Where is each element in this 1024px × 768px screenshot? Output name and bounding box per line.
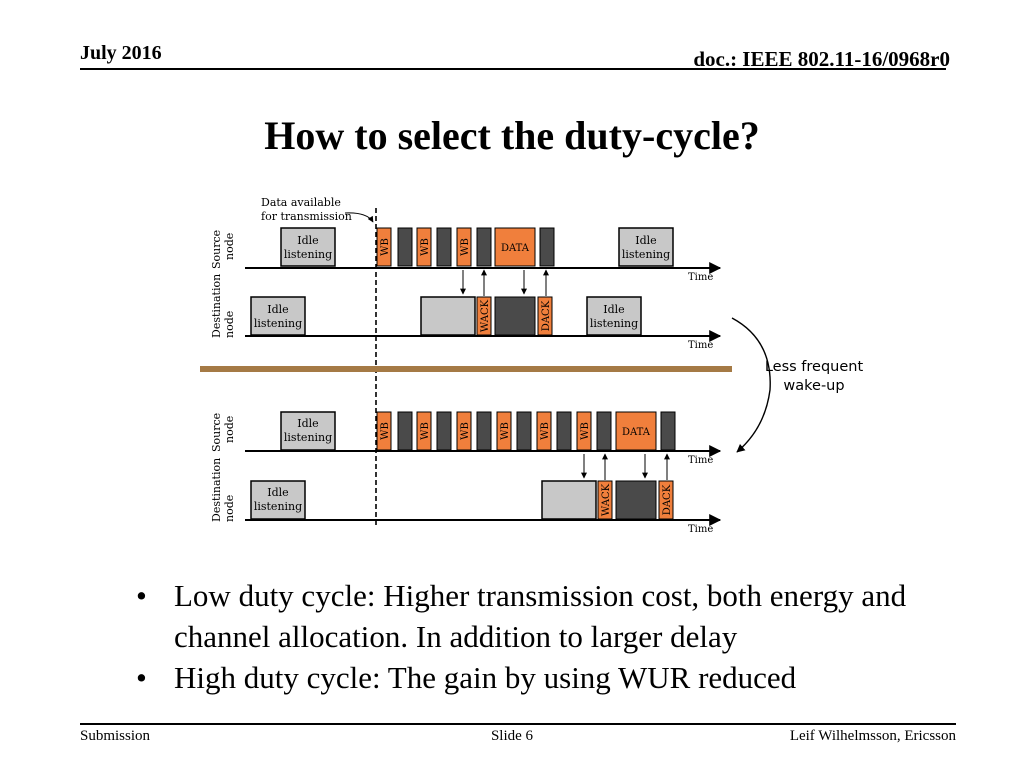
svg-text:DACK: DACK — [662, 484, 673, 515]
bullet-item: Low duty cycle: Higher transmission cost… — [128, 575, 968, 657]
idle-block: Idle listening — [250, 480, 306, 520]
annotation-arrow — [344, 212, 374, 223]
wb-block: WB — [376, 411, 392, 451]
svg-text:listening: listening — [254, 500, 302, 513]
sleep-block — [436, 227, 452, 267]
svg-text:Idle: Idle — [603, 303, 624, 316]
bottom-source-time-label: Time — [688, 455, 713, 466]
wb-block: WB — [496, 411, 512, 451]
bullet-list: Low duty cycle: Higher transmission cost… — [128, 575, 968, 698]
top-destination-label: Destination — [210, 274, 223, 338]
duty-cycle-diagram: Data available for transmission Source n… — [200, 196, 864, 535]
idle-block: Idle listening — [280, 411, 336, 451]
svg-text:WB: WB — [580, 422, 591, 440]
svg-text:DATA: DATA — [501, 243, 530, 254]
wack-block: WACK — [597, 480, 613, 520]
svg-text:WB: WB — [380, 422, 391, 440]
svg-text:Idle: Idle — [297, 234, 318, 247]
dack-block: DACK — [537, 296, 553, 336]
bottom-destination-time-label: Time — [688, 524, 713, 535]
bullet-item: High duty cycle: The gain by using WUR r… — [128, 657, 968, 698]
footer-submission: Submission — [80, 728, 151, 744]
svg-text:WB: WB — [460, 422, 471, 440]
less-frequent-arrow — [731, 317, 771, 453]
wake-up-label: wake-up — [783, 378, 844, 394]
sleep-block — [476, 227, 492, 267]
svg-text:listening: listening — [284, 431, 332, 444]
wb-block: WB — [416, 411, 432, 451]
annotation-for-transmission: for transmission — [261, 210, 352, 223]
svg-text:WB: WB — [540, 422, 551, 440]
wb-block: WB — [576, 411, 592, 451]
wb-block: WB — [376, 227, 392, 267]
bottom-destination-node-label: node — [223, 495, 236, 522]
slide-title: How to select the duty-cycle? — [264, 113, 760, 158]
annotation-data-available: Data available — [261, 196, 341, 209]
bottom-source-axis-label: Source node — [210, 413, 236, 452]
svg-text:listening: listening — [622, 248, 670, 261]
dack-block: DACK — [658, 480, 674, 520]
wack-block: WACK — [476, 296, 492, 336]
idle-block: Idle listening — [280, 227, 336, 267]
data-block: DATA — [615, 411, 657, 451]
idle-block: Idle listening — [586, 296, 642, 336]
top-destination-axis-label: Destination node — [210, 274, 236, 338]
sleep-block — [596, 411, 612, 451]
top-source-label: Source — [210, 230, 223, 269]
listening-block — [420, 296, 476, 336]
bottom-destination-label: Destination — [210, 458, 223, 522]
idle-block: Idle listening — [250, 296, 306, 336]
sleep-block — [436, 411, 452, 451]
svg-text:WACK: WACK — [601, 483, 612, 516]
top-destination-time-label: Time — [688, 340, 713, 351]
top-source-node-label: node — [223, 233, 236, 260]
svg-text:listening: listening — [254, 317, 302, 330]
svg-text:DATA: DATA — [622, 427, 651, 438]
wb-block: WB — [456, 227, 472, 267]
sleep-block — [516, 411, 532, 451]
bottom-source-label: Source — [210, 413, 223, 452]
svg-text:WB: WB — [380, 238, 391, 256]
bottom-source-node-label: node — [223, 416, 236, 443]
header-date: July 2016 — [80, 42, 162, 64]
sleep-block — [397, 227, 413, 267]
sleep-block — [397, 411, 413, 451]
scenario-divider — [200, 366, 732, 372]
svg-text:WACK: WACK — [480, 299, 491, 332]
svg-text:listening: listening — [590, 317, 638, 330]
sleep-block — [539, 227, 555, 267]
svg-text:Idle: Idle — [297, 417, 318, 430]
wb-block: WB — [536, 411, 552, 451]
less-frequent-label: Less frequent — [765, 359, 864, 375]
top-source-time-label: Time — [688, 272, 713, 283]
top-source-axis-label: Source node — [210, 230, 236, 269]
header-rule — [80, 68, 946, 70]
svg-text:WB: WB — [460, 238, 471, 256]
wb-block: WB — [416, 227, 432, 267]
listening-block — [541, 480, 597, 520]
wb-block: WB — [456, 411, 472, 451]
receive-block — [494, 296, 536, 336]
footer-author: Leif Wilhelmsson, Ericsson — [789, 728, 956, 744]
svg-text:listening: listening — [284, 248, 332, 261]
sleep-block — [476, 411, 492, 451]
svg-text:Idle: Idle — [267, 303, 288, 316]
footer-rule — [80, 723, 956, 725]
svg-text:WB: WB — [420, 422, 431, 440]
receive-block — [615, 480, 657, 520]
svg-text:WB: WB — [500, 422, 511, 440]
sleep-block — [660, 411, 676, 451]
svg-text:Idle: Idle — [267, 486, 288, 499]
bottom-destination-axis-label: Destination node — [210, 458, 236, 522]
svg-text:DACK: DACK — [541, 300, 552, 331]
header-doc-id: doc.: IEEE 802.11-16/0968r0 — [693, 47, 950, 71]
svg-text:WB: WB — [420, 238, 431, 256]
top-destination-node-label: node — [223, 311, 236, 338]
footer-slide-number: Slide 6 — [490, 728, 534, 744]
sleep-block — [556, 411, 572, 451]
svg-text:Idle: Idle — [635, 234, 656, 247]
idle-block: Idle listening — [618, 227, 674, 267]
data-block: DATA — [494, 227, 536, 267]
